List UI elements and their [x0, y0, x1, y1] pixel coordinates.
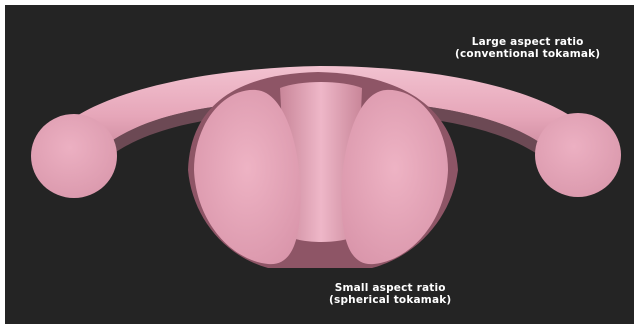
small-aspect-ratio-label: Small aspect ratio (spherical tokamak) — [329, 282, 451, 306]
large-aspect-ratio-title: Large aspect ratio — [455, 36, 600, 48]
spherical-left-lobe — [194, 90, 301, 264]
large-aspect-ratio-label: Large aspect ratio (conventional tokamak… — [455, 36, 600, 60]
small-aspect-ratio-subtitle: (spherical tokamak) — [329, 294, 451, 306]
ring-left-cross-section — [31, 114, 117, 198]
small-aspect-ratio-title: Small aspect ratio — [329, 282, 451, 294]
spherical-right-lobe — [341, 90, 448, 264]
figure-panel: Large aspect ratio (conventional tokamak… — [5, 5, 634, 324]
ring-right-cross-section — [535, 113, 621, 197]
large-aspect-ratio-subtitle: (conventional tokamak) — [455, 48, 600, 60]
